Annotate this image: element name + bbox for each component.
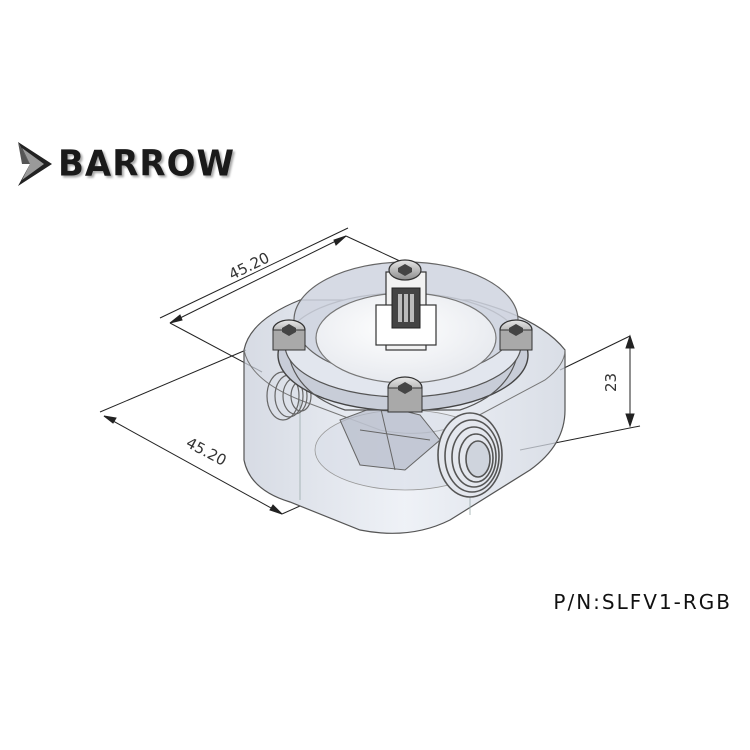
rgb-connector: [375, 271, 437, 351]
dim-label-front-width: 45.20: [183, 434, 229, 470]
triangle-arrow-logo-icon: [18, 142, 52, 186]
screw-right-icon: [499, 319, 533, 351]
screw-top-icon: [388, 259, 422, 281]
dim-label-top-width: 45.20: [226, 249, 272, 284]
dim-label-height: 23: [602, 373, 620, 392]
part-number: P/N:SLFV1-RGB: [553, 590, 732, 614]
brand-logo: BARROW: [16, 140, 278, 190]
dimension-front-width: [99, 349, 301, 515]
dimension-top-width: [159, 227, 403, 373]
screw-front-icon: [387, 376, 423, 413]
front-port-threads: [437, 412, 503, 498]
brand-name: BARROW: [58, 143, 235, 185]
screw-left-icon: [272, 319, 306, 351]
